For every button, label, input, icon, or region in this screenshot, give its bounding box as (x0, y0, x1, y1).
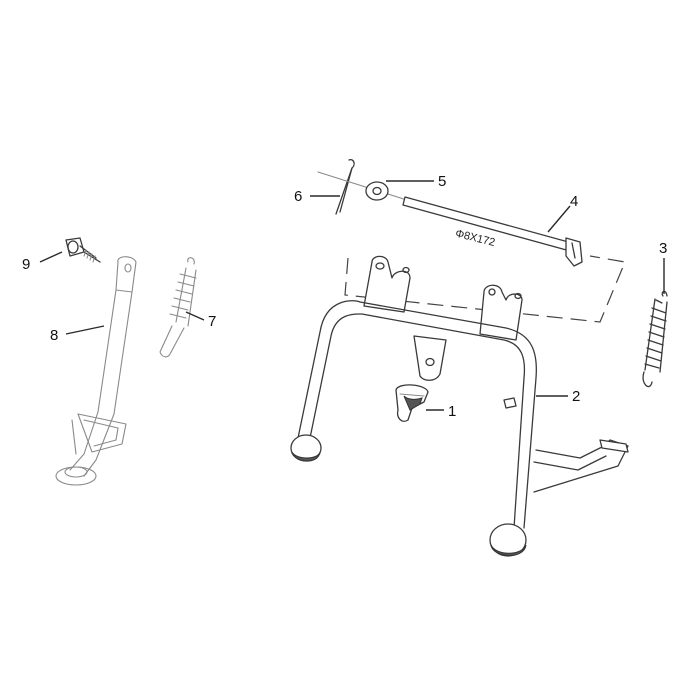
leader-8 (65, 325, 105, 335)
part-1-stopper (395, 384, 429, 422)
part-4-axle-pin (402, 196, 583, 267)
callout-6: 6 (294, 188, 302, 205)
assembly-guide-line (344, 255, 626, 323)
axle-dimension-label: Φ8X172 (454, 228, 496, 249)
part-9-bolt (65, 237, 101, 263)
leader-lines (39, 180, 665, 411)
part-2-center-stand (290, 255, 629, 557)
callout-4: 4 (570, 193, 578, 210)
callout-2: 2 (572, 388, 580, 405)
callout-1: 1 (448, 403, 456, 420)
part-3-spring (642, 290, 668, 388)
part-7-side-spring (159, 257, 197, 358)
leader-4 (547, 205, 571, 233)
part-5-washer (365, 181, 389, 201)
leader-7 (185, 311, 205, 321)
callout-9: 9 (22, 256, 30, 273)
callout-5: 5 (438, 173, 446, 190)
leader-9 (39, 251, 63, 263)
part-6-cotter-pin (317, 159, 411, 215)
callout-8: 8 (50, 327, 58, 344)
callout-3: 3 (659, 240, 667, 257)
part-8-side-stand (55, 256, 137, 486)
callout-7: 7 (208, 313, 216, 330)
